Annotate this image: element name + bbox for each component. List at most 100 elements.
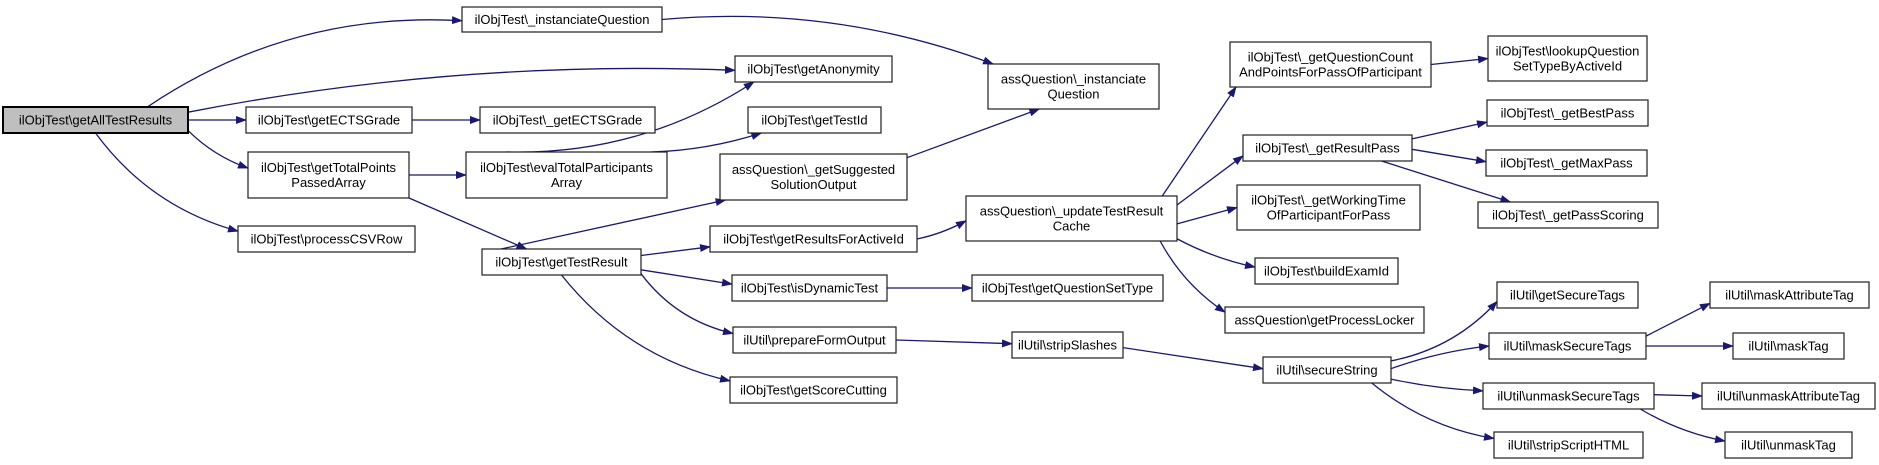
node-box[interactable]	[245, 106, 413, 134]
node-box[interactable]	[1487, 35, 1648, 82]
node-box[interactable]	[731, 274, 888, 302]
node-box[interactable]	[1224, 306, 1425, 334]
node-box[interactable]	[965, 195, 1178, 242]
graph-node-ilObjTest-_getPassScoring[interactable]: ilObjTest\_getPassScoring	[1477, 201, 1659, 229]
graph-node-ilUtil-unmaskSecureTags[interactable]: ilUtil\unmaskSecureTags	[1482, 382, 1655, 410]
graph-node-ilUtil-maskSecureTags[interactable]: ilUtil\maskSecureTags	[1488, 332, 1647, 360]
graph-edge-C3-D7	[560, 274, 731, 383]
graph-node-assQuestion-getProcessLocker[interactable]: assQuestion\getProcessLocker	[1224, 306, 1425, 334]
node-box[interactable]	[732, 326, 897, 354]
node-box[interactable]	[247, 151, 410, 199]
node-box[interactable]	[1709, 281, 1870, 309]
node-box[interactable]	[1488, 332, 1647, 360]
graph-edge-D4-E2	[916, 220, 967, 240]
node-label: ilUtil\maskSecureTags	[1504, 339, 1632, 354]
node-box[interactable]	[971, 274, 1164, 302]
node-box[interactable]	[734, 55, 893, 83]
node-box[interactable]	[1262, 356, 1392, 384]
node-box[interactable]	[1724, 431, 1853, 459]
node-box[interactable]	[481, 248, 642, 276]
graph-node-ilObjTest-getQuestionSetType[interactable]: ilObjTest\getQuestionSetType	[971, 274, 1164, 302]
graph-node-ilObjTest-getAllTestResults[interactable]: ilObjTest\getAllTestResults	[2, 106, 189, 134]
graph-node-ilObjTest-getAnonymity[interactable]: ilObjTest\getAnonymity	[734, 55, 893, 83]
node-box[interactable]	[709, 225, 918, 253]
graph-node-ilObjTest-getResultsForActiveId[interactable]: ilObjTest\getResultsForActiveId	[709, 225, 918, 253]
graph-node-ilObjTest-_instanciateQuestion[interactable]: ilObjTest\_instanciateQuestion	[461, 6, 663, 33]
node-box[interactable]	[747, 106, 882, 134]
node-label: ilUtil\getSecureTags	[1510, 288, 1625, 303]
graph-node-ilUtil-stripSlashes[interactable]: ilUtil\stripSlashes	[1011, 331, 1124, 359]
node-box[interactable]	[465, 151, 668, 199]
node-box[interactable]	[1485, 149, 1648, 177]
node-label: ilUtil\unmaskSecureTags	[1497, 389, 1640, 404]
graph-node-ilObjTest-isDynamicTest[interactable]: ilObjTest\isDynamicTest	[731, 274, 888, 302]
graph-node-ilObjTest-buildExamId[interactable]: ilObjTest\buildExamId	[1254, 257, 1399, 285]
node-box[interactable]	[719, 153, 908, 201]
graph-node-ilUtil-prepareFormOutput[interactable]: ilUtil\prepareFormOutput	[732, 326, 897, 354]
graph-edge-F6-G6	[1390, 343, 1490, 370]
graph-node-ilObjTest-getECTSGrade[interactable]: ilObjTest\getECTSGrade	[245, 106, 413, 134]
node-box-highlighted[interactable]	[2, 106, 189, 134]
node-label: ilUtil\unmaskAttributeTag	[1717, 389, 1860, 404]
node-box[interactable]	[1732, 332, 1845, 360]
graph-node-ilObjTest-getTestId[interactable]: ilObjTest\getTestId	[747, 106, 882, 134]
node-box[interactable]	[1493, 431, 1644, 459]
node-box[interactable]	[1486, 99, 1649, 127]
node-box[interactable]	[461, 6, 663, 33]
graph-node-ilUtil-maskAttributeTag[interactable]: ilUtil\maskAttributeTag	[1709, 281, 1870, 309]
node-box[interactable]	[1482, 382, 1655, 410]
node-label: ilUtil\stripSlashes	[1018, 338, 1117, 353]
graph-node-ilUtil-unmaskTag[interactable]: ilUtil\unmaskTag	[1724, 431, 1853, 459]
node-box[interactable]	[1496, 281, 1639, 309]
node-box[interactable]	[1701, 382, 1876, 410]
graph-node-ilObjTest-_getResultPass[interactable]: ilObjTest\_getResultPass	[1242, 134, 1413, 162]
node-label: ilObjTest\isDynamicTest	[741, 281, 879, 296]
graph-edge-C2-D2	[650, 132, 763, 153]
graph-edge-E2-F3	[1176, 206, 1238, 225]
graph-node-ilObjTest-_getMaxPass[interactable]: ilObjTest\_getMaxPass	[1485, 149, 1648, 177]
graph-node-ilUtil-getSecureTags[interactable]: ilUtil\getSecureTags	[1496, 281, 1639, 309]
node-box[interactable]	[237, 225, 416, 253]
graph-edge-F2-G4	[1381, 160, 1512, 203]
graph-node-ilUtil-secureString[interactable]: ilUtil\secureString	[1262, 356, 1392, 384]
node-box[interactable]	[987, 63, 1160, 110]
graph-edge-E2-F1	[1161, 86, 1237, 197]
graph-edge-D3-E1	[906, 108, 1041, 159]
node-box[interactable]	[1477, 201, 1659, 229]
node-label: ilUtil\prepareFormOutput	[743, 333, 886, 348]
graph-node-ilObjTest-getScoreCutting[interactable]: ilObjTest\getScoreCutting	[729, 376, 898, 404]
node-label: ilObjTest\buildExamId	[1264, 264, 1389, 279]
graph-node-ilObjTest-_getECTSGrade[interactable]: ilObjTest\_getECTSGrade	[479, 106, 656, 134]
graph-edge-E2-F2	[1176, 155, 1244, 206]
graph-node-ilObjTest-getTestResult[interactable]: ilObjTest\getTestResult	[481, 248, 642, 276]
node-box[interactable]	[1254, 257, 1399, 285]
node-box[interactable]	[729, 376, 898, 404]
graph-edge-A-B1	[146, 16, 463, 108]
graph-node-ilObjTest-processCSVRow[interactable]: ilObjTest\processCSVRow	[237, 225, 416, 253]
node-box[interactable]	[1011, 331, 1124, 359]
graph-edge-A-B3	[187, 129, 249, 169]
nodes-layer: ilObjTest\getAllTestResults ilObjTest\_in…	[2, 6, 1876, 459]
graph-node-ilObjTest-_getBestPass[interactable]: ilObjTest\_getBestPass	[1486, 99, 1649, 127]
graph-node-ilUtil-stripScriptHTML[interactable]: ilUtil\stripScriptHTML	[1493, 431, 1644, 459]
node-label: ilObjTest\getAllTestResults	[19, 113, 173, 128]
graph-node-ilUtil-maskTag[interactable]: ilUtil\maskTag	[1732, 332, 1845, 360]
node-box[interactable]	[1229, 41, 1432, 88]
node-label: ilObjTest\_instanciateQuestion	[475, 12, 650, 27]
graph-edge-D6-E4	[895, 339, 1013, 348]
node-box[interactable]	[479, 106, 656, 134]
node-box[interactable]	[1242, 134, 1413, 162]
node-box[interactable]	[1236, 184, 1421, 231]
graph-node-ilUtil-unmaskAttributeTag[interactable]: ilUtil\unmaskAttributeTag	[1701, 382, 1876, 410]
